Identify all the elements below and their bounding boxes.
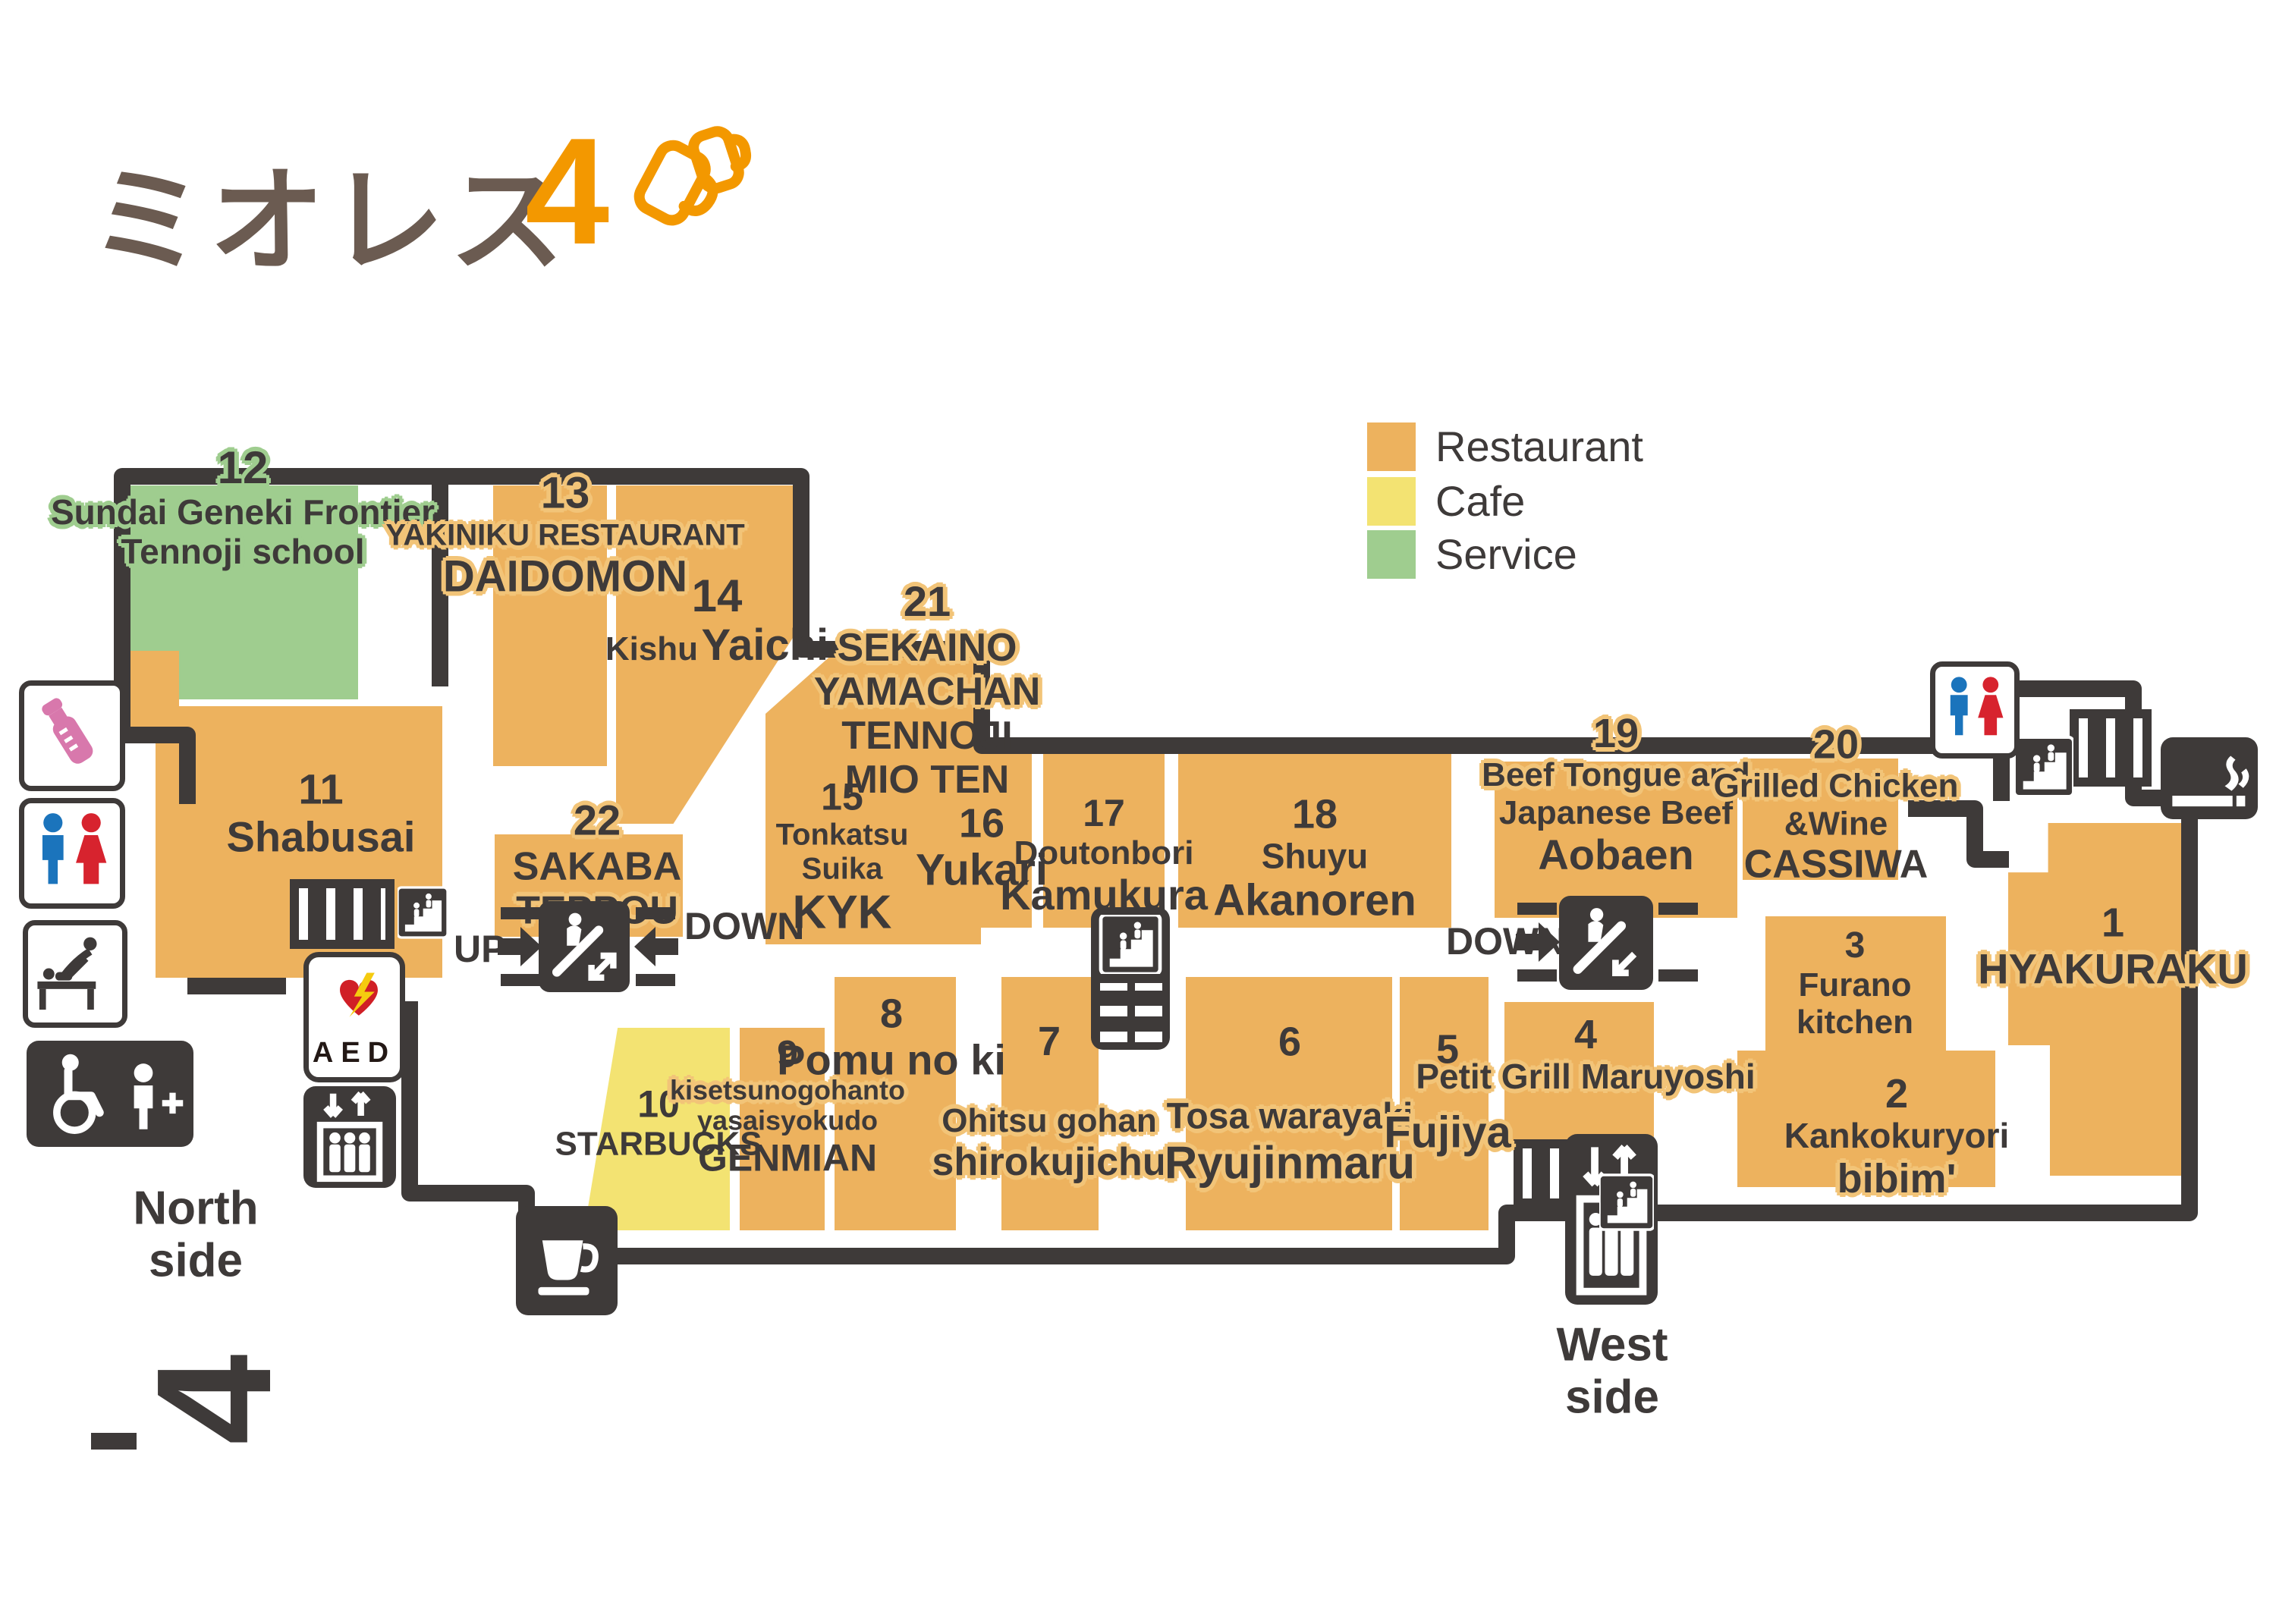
rotated-floor-number: 4 <box>122 1354 305 1445</box>
arrow-left-icon <box>634 927 678 966</box>
unit-label-11: 11 Shabusai <box>226 765 416 860</box>
unit-label-20: 20 Grilled Chicken &Wine CASSIWA <box>1713 721 1959 887</box>
escalator-icon-left <box>539 901 630 992</box>
unit-label-7: 7 Ohitsu gohan shirokujichu <box>932 1019 1167 1184</box>
legend-swatch-restaurant <box>1367 422 1416 471</box>
legend-row-restaurant: Restaurant <box>1367 422 1643 471</box>
beer-mug-icon <box>633 126 752 226</box>
mall-logo-text: ミオレス <box>90 157 569 286</box>
legend-row-service: Service <box>1367 529 1577 579</box>
restroom-icon-right <box>1930 661 2020 759</box>
aed-label: AED <box>312 1037 397 1069</box>
unit-block-7 <box>1001 977 1099 1230</box>
label-west-side: West side <box>1556 1318 1668 1424</box>
unit-block-6 <box>1186 977 1392 1230</box>
legend-label: Cafe <box>1435 477 1526 525</box>
unit-label-2: 2 Kankokuryori bibim' <box>1784 1070 2010 1202</box>
escalator-icon-right <box>1559 896 1653 990</box>
unit-label-10: 10 STARBUCKS <box>555 1082 762 1163</box>
unit-label-18: 18 Shuyu Akanoren <box>1213 791 1416 925</box>
unit-label-15: 15 Tonkatsu Suika KYK <box>775 775 909 939</box>
unit-block-3 <box>1765 916 1946 1054</box>
unit-label-4: 4 Petit Grill Maruyoshi <box>1416 1012 1756 1097</box>
unit-label-3: 3 Furano kitchen <box>1796 925 1914 1041</box>
stair-hatch-northwest <box>290 879 395 949</box>
unit-block-19 <box>1495 762 1737 918</box>
unit-label-21: 21 SEKAINO YAMACHAN TENNOJI MIO TEN <box>813 577 1041 803</box>
unit-label-13: 13 YAKINIKU RESTAURANT DAIDOMON <box>385 468 745 602</box>
unit-label-6: 6 Tosa warayaki Ryujinmaru <box>1164 1019 1416 1189</box>
legend-label: Restaurant <box>1435 422 1643 470</box>
unit-block-9 <box>740 1028 825 1230</box>
arrow-right-icon <box>498 927 542 966</box>
elevator-icon-north <box>303 1086 396 1188</box>
unit-label-19: 19 Beef Tongue and Japanese Beef Aobaen <box>1482 711 1750 879</box>
coffee-cup-icon <box>516 1206 618 1315</box>
unit-block-8 <box>835 977 956 1230</box>
nursing-room-icon <box>19 680 125 791</box>
unit-label-5: 5 Fujiya <box>1384 1026 1511 1158</box>
legend-label: Service <box>1435 530 1577 578</box>
unit-block-18 <box>1178 747 1451 928</box>
unit-label-16: 16 Yukari <box>915 800 1048 895</box>
unit-block-15 <box>778 747 907 928</box>
unit-block-17 <box>1043 747 1165 928</box>
unit-label-8: 8 Pomu no ki <box>777 991 1006 1084</box>
label-north-side: North side <box>133 1182 259 1287</box>
up-label: UP <box>454 928 507 970</box>
aed-icon <box>340 972 378 1017</box>
stair-hatch-east <box>2070 709 2152 787</box>
unit-label-12: 12 Sundai Geneki Frontier Tennoji school <box>50 441 435 571</box>
unit-block-13 <box>493 485 607 766</box>
unit-block-20 <box>1743 759 1898 880</box>
stairs-block-center <box>1091 907 1170 1050</box>
aed-sign: AED <box>303 952 405 1082</box>
unit-label-14: 14 Kishu Yaichi <box>605 570 829 671</box>
legend-row-cafe: Cafe <box>1367 476 1525 526</box>
arrow-right-icon <box>1516 922 1560 962</box>
accessible-toilet-icon <box>27 1041 193 1147</box>
legend-swatch-service <box>1367 529 1416 579</box>
restroom-icon-left <box>19 798 125 909</box>
unit-label-1: 1 HYAKURAKU <box>1978 900 2248 993</box>
unit-block-2 <box>1737 1051 1995 1187</box>
stairs-icon-center <box>1099 915 1162 974</box>
baby-changing-icon <box>23 920 127 1028</box>
floor-number: 4 <box>525 107 610 276</box>
smoking-room-icon <box>2161 737 2258 819</box>
stairs-icon-northwest <box>398 886 448 939</box>
unit-label-9: 9 kisetsunogohanto yasaisyokudo GENMIAN <box>669 1032 906 1180</box>
stairs-icon-east <box>2014 736 2073 798</box>
unit-block-5 <box>1400 977 1489 1230</box>
legend-swatch-cafe <box>1367 476 1416 526</box>
unit-block-16 <box>932 747 1032 928</box>
stairs-icon-south <box>1599 1173 1654 1231</box>
unit-label-17: 17 Doutonbori Kamukura <box>1000 792 1208 919</box>
down-label-left: DOWN <box>684 905 805 947</box>
unit-block-4 <box>1504 1002 1654 1142</box>
